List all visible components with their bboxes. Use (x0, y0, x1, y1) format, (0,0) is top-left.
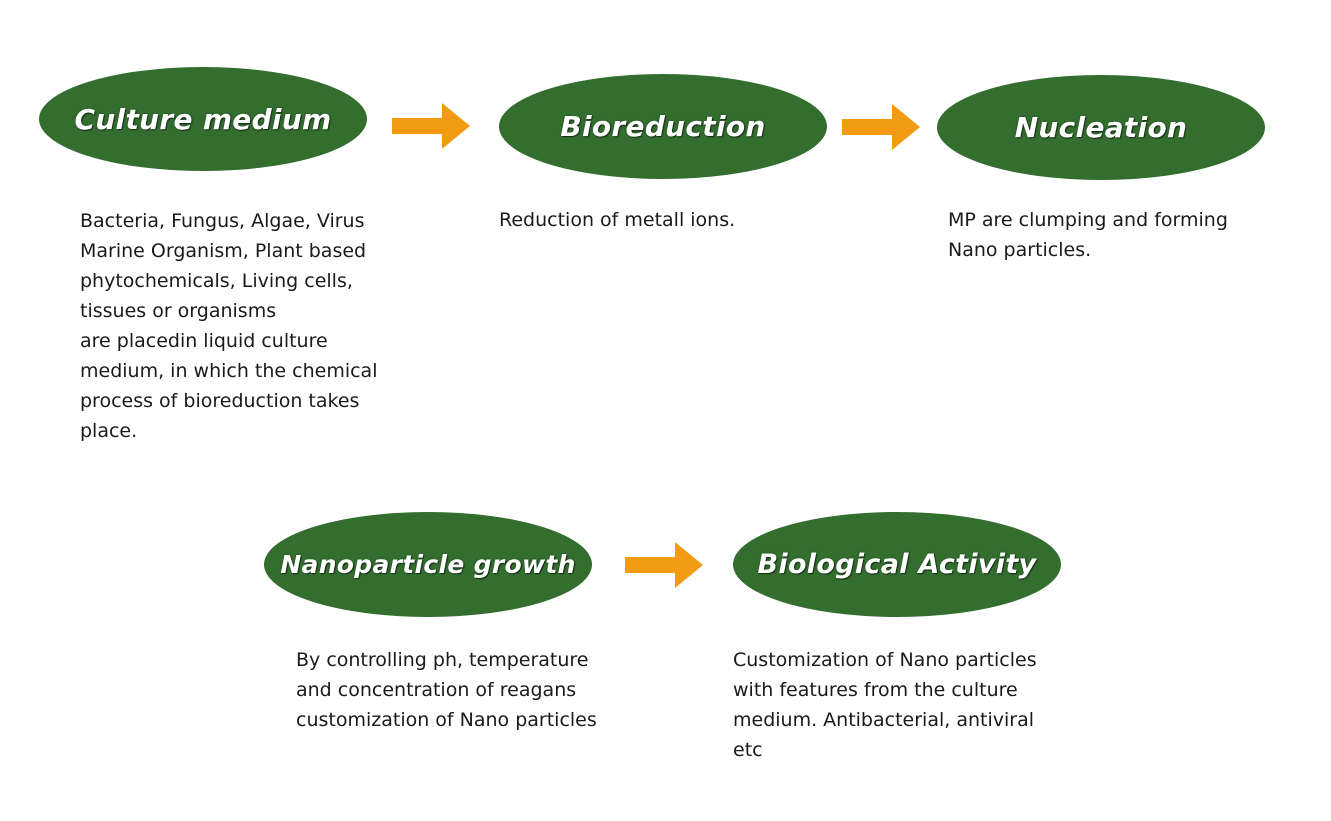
node-nanoparticle-growth-label: Nanoparticle growth (280, 550, 576, 579)
description-line: MP are clumping and forming (948, 209, 1228, 231)
description-line: customization of Nano particles (296, 709, 597, 731)
description-line: medium. Antibacterial, antiviral (733, 709, 1034, 731)
description-line: Customization of Nano particles (733, 649, 1037, 671)
description-line: phytochemicals, Living cells, (80, 270, 353, 292)
description-culture-medium: Bacteria, Fungus, Algae, Virus Marine Or… (80, 206, 377, 446)
right-arrow-icon (625, 542, 703, 588)
node-culture-medium: Culture medium (39, 67, 367, 171)
description-nanoparticle-growth: By controlling ph, temperature and conce… (296, 645, 597, 735)
description-line: Nano particles. (948, 239, 1092, 261)
node-bioreduction-label: Bioreduction (560, 110, 766, 143)
node-bioreduction: Bioreduction (499, 74, 827, 179)
description-line: Reduction of metall ions. (499, 209, 736, 231)
description-line: medium, in which the chemical (80, 360, 378, 382)
right-arrow-icon (392, 103, 470, 149)
description-line: etc (733, 739, 763, 761)
arrow-shape (842, 104, 920, 150)
description-line: are placedin liquid culture (80, 330, 328, 352)
right-arrow-icon (842, 104, 920, 150)
description-line: tissues or organisms (80, 300, 277, 322)
arrow-shape (392, 103, 470, 149)
node-nanoparticle-growth: Nanoparticle growth (264, 512, 592, 617)
description-line: By controlling ph, temperature (296, 649, 589, 671)
description-line: process of bioreduction takes (80, 390, 360, 412)
node-biological-activity-label: Biological Activity (757, 549, 1037, 580)
arrow-shape (625, 542, 703, 588)
description-nucleation: MP are clumping and forming Nano particl… (948, 205, 1228, 265)
node-nucleation: Nucleation (937, 75, 1265, 180)
node-nucleation-label: Nucleation (1014, 111, 1188, 144)
description-line: Marine Organism, Plant based (80, 240, 367, 262)
description-line: and concentration of reagans (296, 679, 577, 701)
node-biological-activity: Biological Activity (733, 512, 1061, 617)
description-bioreduction: Reduction of metall ions. (499, 205, 735, 235)
node-culture-medium-label: Culture medium (74, 102, 332, 136)
description-line: with features from the culture (733, 679, 1018, 701)
description-line: place. (80, 420, 138, 442)
description-line: Bacteria, Fungus, Algae, Virus (80, 210, 365, 232)
description-biological-activity: Customization of Nano particles with fea… (733, 645, 1037, 765)
